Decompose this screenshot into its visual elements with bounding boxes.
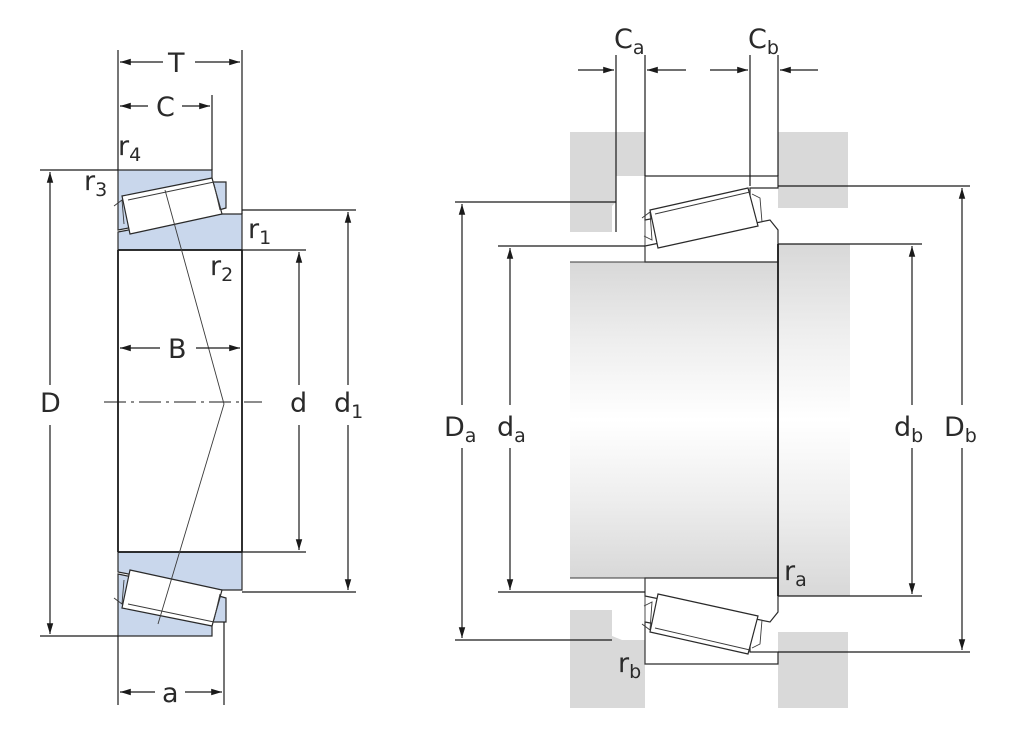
label-Db: Db (944, 412, 977, 447)
roller-top-cage (113, 199, 125, 225)
right-roller-bottom-cage (641, 601, 653, 631)
label-Cb: Cb (748, 24, 779, 59)
label-r3: r3 (84, 166, 107, 201)
roller-bottom-line (127, 603, 215, 623)
label-C: C (156, 92, 175, 123)
housing-top-right (750, 132, 848, 208)
label-Da: Da (444, 412, 476, 447)
housing-bottom-right (750, 632, 848, 708)
label-rb: rb (618, 648, 641, 683)
housing-bottom-left (570, 610, 645, 708)
shaft-shoulder (778, 244, 850, 596)
label-r1: r1 (248, 214, 271, 249)
label-db: db (894, 412, 923, 447)
label-r4: r4 (118, 131, 141, 166)
roller-bottom-cage (113, 579, 125, 605)
label-Ca: Ca (614, 24, 645, 59)
label-r2: r2 (210, 251, 233, 286)
right-roller-top-flange (751, 193, 763, 223)
roller-top-line (127, 181, 215, 201)
roller-top-end (213, 183, 221, 211)
right-roller-top-cage (641, 211, 653, 241)
label-ra: ra (784, 556, 807, 591)
roller-bottom (121, 569, 223, 627)
pressure-line-top (164, 189, 225, 405)
left-bearing-section: T C r4 r3 r1 r2 B D d d1 a (40, 48, 363, 709)
label-B: B (168, 334, 187, 365)
label-da: da (497, 412, 526, 447)
shaft (570, 262, 778, 578)
roller-top (121, 177, 223, 235)
right-mounting-section: Ca Cb Da da db Db ra rb (444, 24, 977, 708)
right-roller-top (649, 187, 759, 249)
label-D: D (40, 388, 61, 419)
label-d: d (290, 388, 307, 419)
label-d1: d1 (334, 388, 363, 423)
pressure-line-bottom (157, 403, 225, 625)
roller-bottom-end (213, 593, 221, 621)
housing-top-left (570, 132, 645, 232)
right-roller-bottom-flange (751, 619, 763, 649)
right-roller-bottom (649, 593, 759, 655)
right-roller-bottom-line (654, 627, 751, 651)
label-a: a (162, 678, 179, 709)
label-T: T (167, 48, 185, 79)
right-roller-top-line (654, 191, 751, 215)
